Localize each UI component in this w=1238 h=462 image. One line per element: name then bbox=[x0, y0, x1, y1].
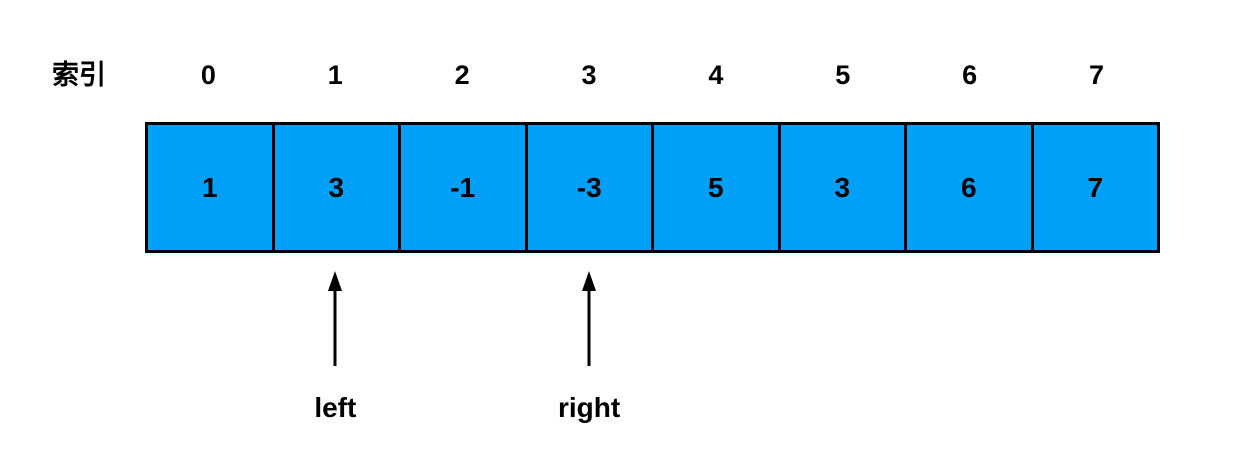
index-label-5: 5 bbox=[835, 60, 851, 90]
index-label-2: 2 bbox=[454, 60, 470, 90]
index-label-7: 7 bbox=[1089, 60, 1105, 90]
array-cell-value: -1 bbox=[450, 171, 476, 203]
array-cell-2: -1 bbox=[401, 125, 528, 250]
array-cell-value: 3 bbox=[834, 171, 851, 203]
array-cell-value: 6 bbox=[960, 171, 977, 203]
array: 1 3 -1 -3 5 3 6 7 bbox=[145, 122, 1160, 253]
array-cell-7: 7 bbox=[1033, 125, 1157, 250]
up-arrow-icon bbox=[328, 271, 343, 366]
array-cell-3: -3 bbox=[527, 125, 654, 250]
array-cell-value: 3 bbox=[328, 171, 345, 203]
array-cell-value: 7 bbox=[1087, 171, 1104, 203]
up-arrow-icon bbox=[582, 271, 597, 366]
array-cell-5: 3 bbox=[780, 125, 907, 250]
array-cell-6: 6 bbox=[907, 125, 1034, 250]
array-cell-1: 3 bbox=[274, 125, 401, 250]
array-cell-value: 1 bbox=[201, 171, 218, 203]
array-cell-4: 5 bbox=[654, 125, 781, 250]
index-label-1: 1 bbox=[327, 60, 343, 90]
index-row: 0 1 2 3 4 5 6 7 bbox=[145, 58, 1160, 92]
array-cell-value: -3 bbox=[576, 171, 602, 203]
left-pointer-label: left bbox=[314, 392, 357, 423]
index-label-6: 6 bbox=[962, 60, 978, 90]
index-label-0: 0 bbox=[200, 60, 216, 90]
array-cell-0: 1 bbox=[148, 125, 275, 250]
index-label-4: 4 bbox=[708, 60, 724, 90]
index-axis-label: 索引 bbox=[52, 60, 106, 90]
index-label-3: 3 bbox=[581, 60, 597, 90]
right-pointer-label: right bbox=[557, 392, 621, 423]
array-cell-value: 5 bbox=[707, 171, 724, 203]
